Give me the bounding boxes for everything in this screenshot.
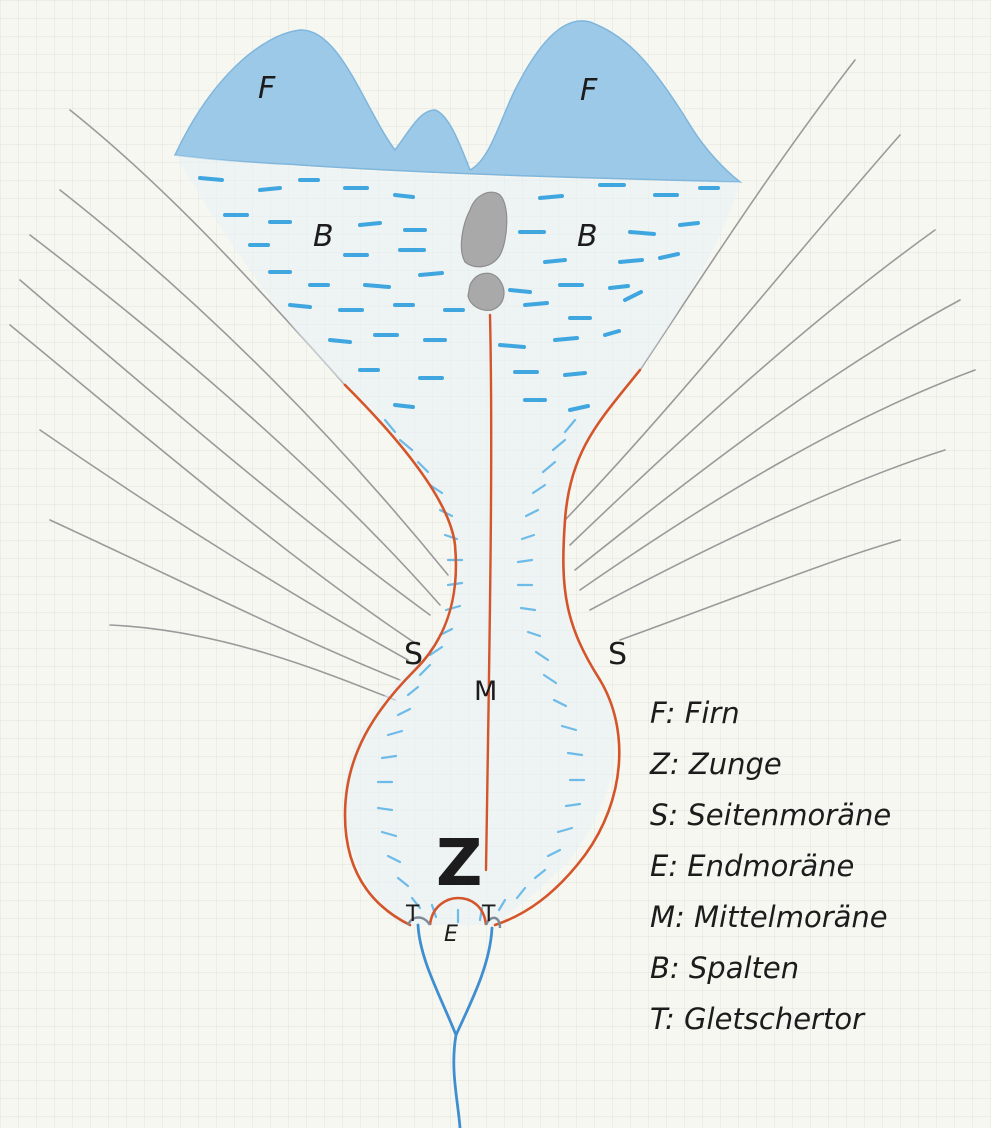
legend-item-seitenmoraene: S: Seitenmoräne: [650, 790, 891, 841]
label-gletschertor-right: T: [482, 904, 495, 926]
legend-item-firn: F: Firn: [650, 688, 891, 739]
legend-item-endmoraene: E: Endmoräne: [650, 841, 891, 892]
label-endmoraene: E: [444, 924, 458, 946]
legend-item-mittelmoraene: M: Mittelmoräne: [650, 892, 891, 943]
label-spalten-left: B: [313, 222, 334, 252]
label-spalten-right: B: [577, 222, 598, 252]
label-zunge: Z: [436, 832, 482, 896]
label-firn-right: F: [580, 76, 597, 106]
legend-item-gletschertor: T: Gletschertor: [650, 994, 891, 1045]
legend: F: Firn Z: Zunge S: Seitenmoräne E: Endm…: [650, 688, 891, 1045]
legend-item-spalten: B: Spalten: [650, 943, 891, 994]
label-firn-left: F: [258, 74, 275, 104]
label-gletschertor-left: T: [406, 904, 419, 926]
label-seitenmoraene-right: S: [608, 640, 627, 670]
legend-item-zunge: Z: Zunge: [650, 739, 891, 790]
meltwater-river: [418, 925, 492, 1128]
label-seitenmoraene-left: S: [404, 640, 423, 670]
label-mittelmoraene: M: [474, 678, 497, 705]
